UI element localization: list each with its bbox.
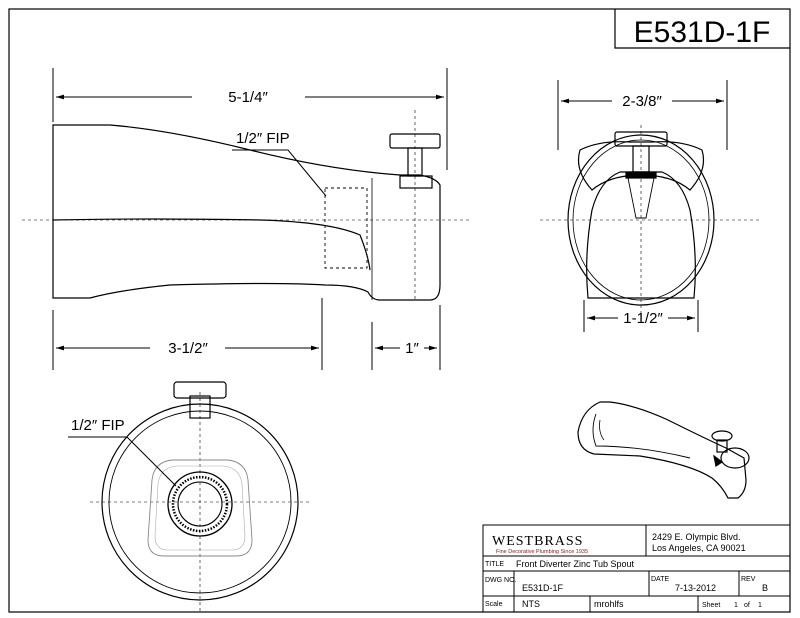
iso-diverter-stem [716,439,728,453]
diverter-base [399,175,433,189]
rev-label: REV [741,576,756,583]
scale-label: Scale [485,601,503,608]
dim-reach: 3-1/2″ [168,340,208,357]
rear-fip-leader [68,436,177,487]
iso-spout-body [577,401,747,499]
spout-top-surface [577,141,705,191]
revision: B [762,583,768,593]
side-fip-leader [232,149,327,197]
date-label: DATE [651,576,669,583]
part-number: E531D-1F [634,16,771,49]
drawing-date: 7-13-2012 [675,583,716,593]
side-dimensions [52,68,448,370]
drawn-by: mrohlfs [594,599,624,609]
iso-outlet [720,447,750,469]
isometric-view [577,401,750,499]
iso-outlet-shadow [713,454,724,467]
side-fip-hidden-outline [324,187,368,269]
sheet-number: 1 [734,602,738,609]
part-number-box: E531D-1F [614,9,790,49]
side-view [22,110,470,301]
rear-escutcheon-outer [101,403,299,601]
rear-body-outline [147,459,253,557]
dim-face-width: 2-3/8″ [622,93,662,110]
sheet-total: 1 [758,602,762,609]
iso-spout-contour [592,413,691,459]
dwg-no-label: DWG NO. [485,577,517,584]
front-view [540,125,760,315]
title-label: TITLE [485,561,504,568]
dim-overall-length: 5-1/4″ [228,89,268,106]
front-diverter-collar [625,171,657,179]
iso-diverter-knob [711,430,733,442]
rear-fip-outer [167,471,233,537]
rear-diverter-stem [189,395,211,419]
title-block-frame [482,524,791,613]
rear-fip-inner [177,481,223,527]
title-block [482,524,791,613]
spout-body-outline [52,124,441,301]
dim-outlet-width: 1-1/2″ [623,310,663,327]
iso-spout-highlight [599,419,605,441]
front-dimensions [557,80,728,332]
sheet-border [8,8,791,613]
rear-fip-thread [171,475,229,533]
escutcheon-outline [567,134,715,306]
rear-escutcheon-inner [108,410,292,594]
dim-spout-end: 1″ [405,340,419,357]
escutcheon-inner [572,139,710,301]
diverter-knob [389,133,441,149]
brand-logo: WESTBRASS [492,534,583,549]
spout-inner-contour [52,218,371,271]
rear-fip-callout: 1/2″ FIP [71,417,125,434]
rear-view [68,381,310,612]
sheet-of-label: of [744,602,750,609]
drawing-title: Front Diverter Zinc Tub Spout [516,559,635,569]
spout-face [586,171,696,299]
scale-value: NTS [522,599,540,609]
brand-tagline: Fine Decorative Plumbing Since 1935 [496,549,588,555]
rear-diverter-knob [173,381,227,399]
address-line-1: 2429 E. Olympic Blvd. [652,532,741,542]
address-line-2: Los Angeles, CA 90021 [652,543,746,553]
sheet-label: Sheet [702,602,720,609]
side-fip-callout: 1/2″ FIP [236,130,290,147]
rear-body-inner [154,465,246,551]
dwg-no: E531D-1F [522,583,564,593]
